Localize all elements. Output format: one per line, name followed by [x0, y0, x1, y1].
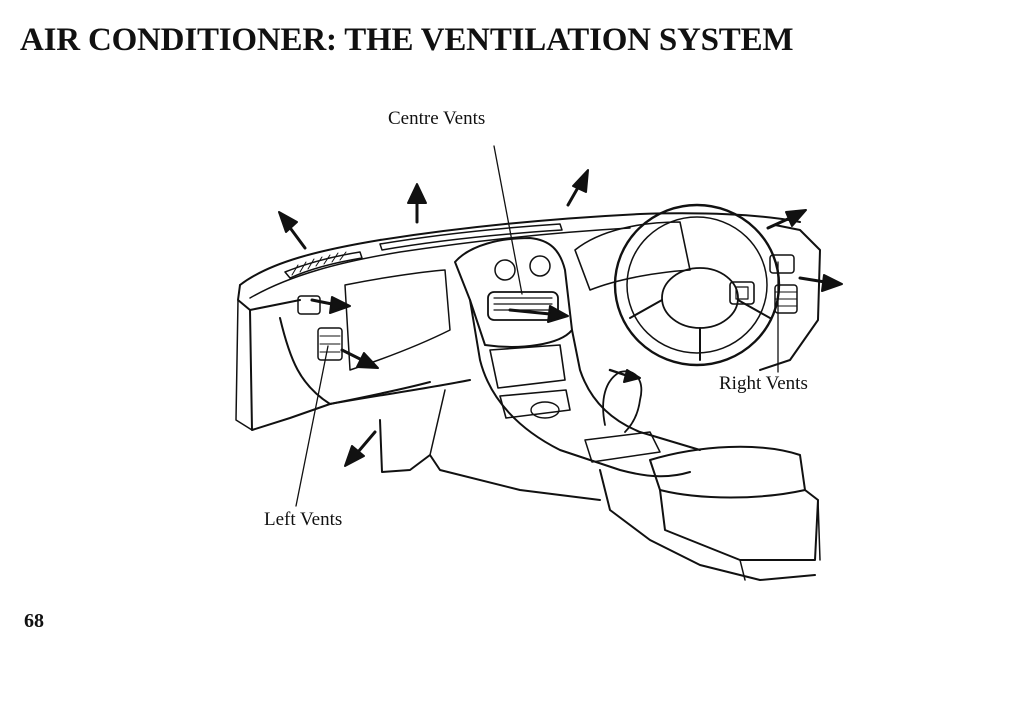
arrow-right-icon: [822, 275, 842, 291]
right-vents-label: Right Vents: [719, 373, 808, 395]
callout-leaders: [296, 146, 778, 506]
arrow-up-right-icon: [786, 210, 806, 226]
dashboard-outline: [236, 213, 800, 430]
floor-tunnel-and-armrest: [380, 390, 820, 580]
centre-vents-leader: [494, 146, 522, 294]
left-vents-leader: [296, 346, 328, 506]
left-vents-label: Left Vents: [264, 509, 342, 531]
arrow-down-right-icon: [357, 353, 378, 368]
arrow-up-right-icon: [573, 170, 588, 192]
driver-dash-right: [730, 225, 820, 370]
centre-vents-label: Centre Vents: [388, 108, 485, 130]
page-number: 68: [24, 610, 44, 633]
arrow-up-left-icon: [279, 212, 297, 232]
arrow-up-icon: [408, 184, 426, 203]
